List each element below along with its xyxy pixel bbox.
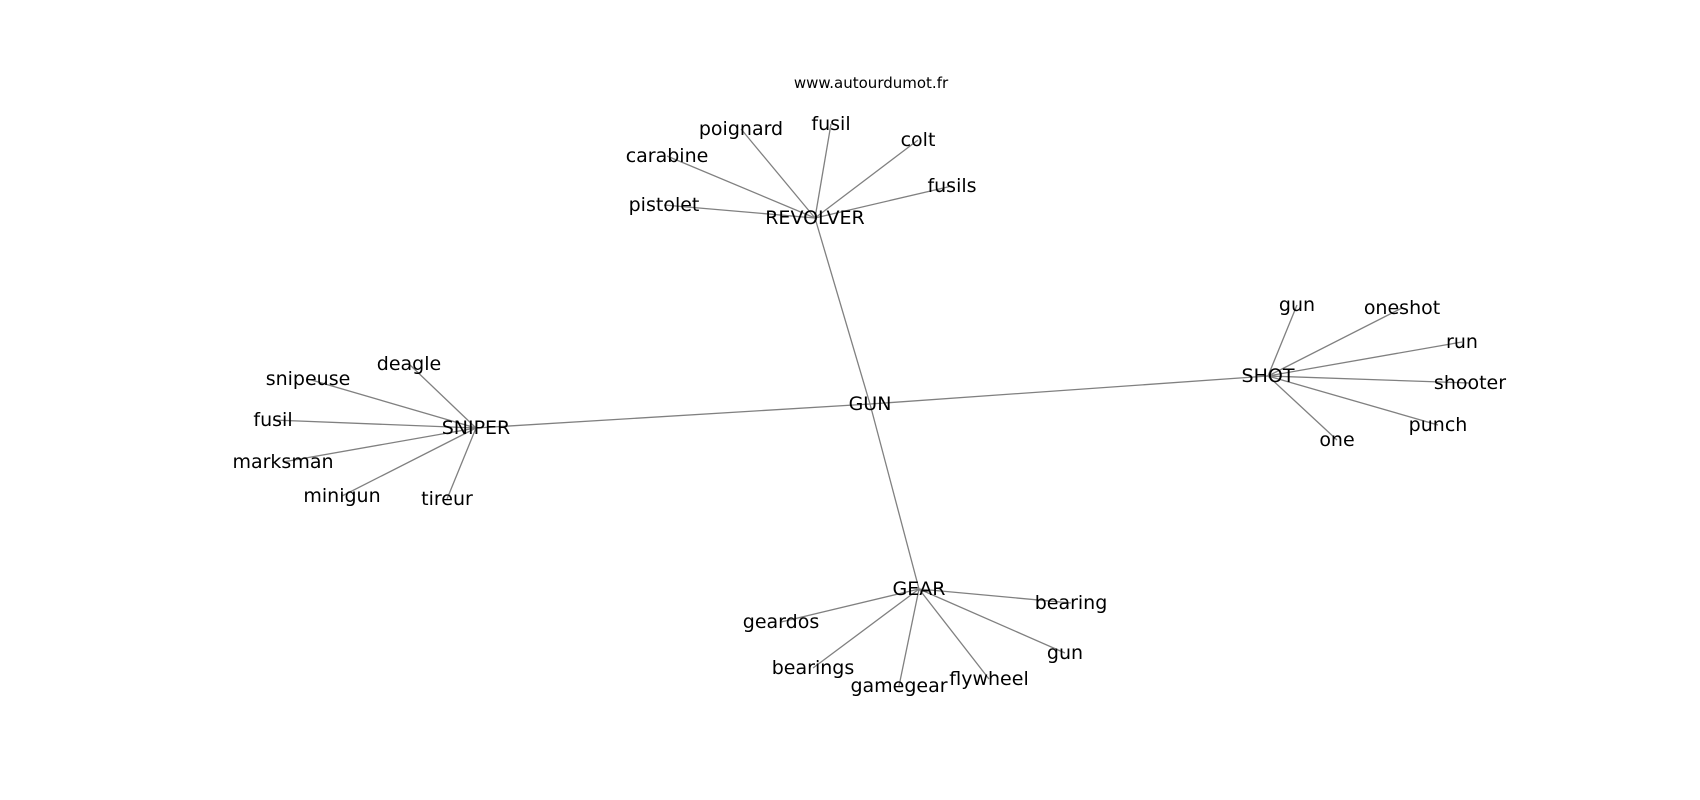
edge-gear-flywheel: [918, 588, 990, 680]
node-sniper[interactable]: SNIPER: [442, 417, 511, 439]
edge-revolver-fusils: [814, 185, 953, 219]
edge-gun-gear: [869, 403, 920, 590]
node-shot-run[interactable]: run: [1446, 331, 1478, 353]
node-sniper-snipeuse[interactable]: snipeuse: [266, 368, 351, 390]
edge-revolver-pistolet: [663, 204, 816, 219]
edge-gun-sniper: [475, 403, 871, 429]
node-revolver-poignard[interactable]: poignard: [699, 118, 783, 140]
node-gear-gamegear[interactable]: gamegear: [850, 675, 947, 697]
edge-revolver-poignard: [740, 128, 816, 219]
edge-gun-shot: [869, 375, 1269, 405]
edge-shot-punch: [1267, 375, 1439, 426]
node-shot-one[interactable]: one: [1319, 429, 1354, 451]
edge-revolver-carabine: [666, 155, 816, 219]
edge-gear-gun: [918, 588, 1066, 654]
node-shot-shooter[interactable]: shooter: [1434, 372, 1506, 394]
node-gear[interactable]: GEAR: [893, 578, 946, 600]
node-sniper-minigun[interactable]: minigun: [303, 485, 380, 507]
source-site-label[interactable]: www.autourdumot.fr: [794, 74, 949, 92]
node-revolver-pistolet[interactable]: pistolet: [629, 194, 700, 216]
node-revolver-carabine[interactable]: carabine: [626, 145, 709, 167]
edge-shot-shooter: [1267, 375, 1471, 384]
edge-sniper-deagle: [408, 363, 477, 429]
edge-gun-revolver: [814, 217, 871, 405]
edge-revolver-colt: [814, 139, 919, 219]
graph-node-labels: GUN REVOLVER pistolet carabine poignard fusil…: [232, 113, 1506, 697]
node-sniper-deagle[interactable]: deagle: [377, 353, 441, 375]
edge-sniper-marksman: [282, 427, 477, 463]
edge-gear-bearings: [812, 588, 920, 669]
edge-shot-run: [1267, 341, 1463, 377]
node-shot-gun[interactable]: gun: [1279, 294, 1315, 316]
node-revolver[interactable]: REVOLVER: [765, 207, 865, 229]
node-revolver-colt[interactable]: colt: [901, 129, 936, 151]
edge-gear-bearing: [918, 588, 1072, 604]
node-gear-bearing[interactable]: bearing: [1035, 592, 1108, 614]
node-sniper-tireur[interactable]: tireur: [421, 488, 473, 510]
node-gear-bearings[interactable]: bearings: [772, 657, 855, 679]
edge-sniper-minigun: [341, 427, 477, 497]
edge-shot-gun: [1267, 304, 1298, 377]
node-shot-oneshot[interactable]: oneshot: [1364, 297, 1440, 319]
edge-sniper-snipeuse: [307, 378, 477, 429]
node-shot-punch[interactable]: punch: [1409, 414, 1468, 436]
edge-shot-oneshot: [1267, 307, 1403, 377]
node-shot[interactable]: SHOT: [1242, 365, 1295, 387]
edge-gear-geardos: [780, 588, 920, 623]
node-gear-gun[interactable]: gun: [1047, 642, 1083, 664]
node-sniper-fusil[interactable]: fusil: [253, 409, 292, 431]
graph-edges: [272, 123, 1471, 687]
edge-shot-one: [1267, 375, 1338, 441]
node-revolver-fusils[interactable]: fusils: [927, 175, 976, 197]
node-gear-geardos[interactable]: geardos: [743, 611, 819, 633]
node-gear-flywheel[interactable]: flywheel: [949, 668, 1028, 690]
edge-sniper-fusil: [272, 419, 477, 429]
node-revolver-fusil[interactable]: fusil: [811, 113, 850, 135]
node-gun[interactable]: GUN: [849, 393, 892, 415]
node-sniper-marksman[interactable]: marksman: [232, 451, 333, 473]
edge-gear-gamegear: [898, 588, 920, 687]
edge-sniper-tireur: [446, 427, 477, 500]
edge-revolver-fusil: [814, 123, 832, 219]
